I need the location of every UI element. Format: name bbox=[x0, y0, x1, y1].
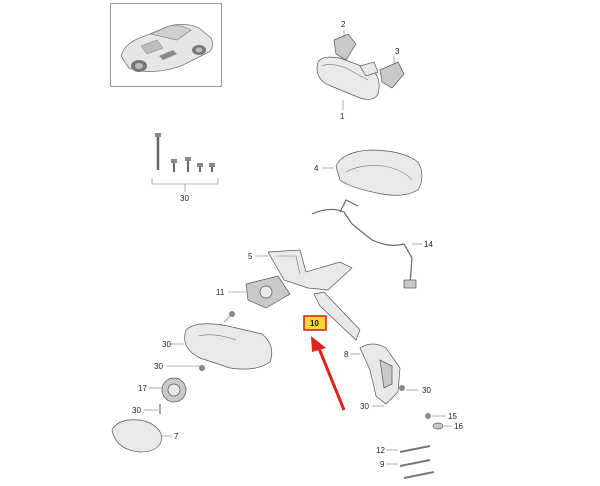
part-16-washer bbox=[432, 422, 444, 430]
fastener-30b bbox=[229, 311, 235, 317]
vehicle-thumbnail bbox=[110, 3, 222, 87]
callout-10: 10 bbox=[310, 319, 319, 328]
part-15-screw bbox=[425, 413, 431, 419]
car-thumbnail-icon bbox=[120, 24, 213, 72]
callout-8: 8 bbox=[344, 350, 349, 359]
callout-30e: 30 bbox=[422, 386, 431, 395]
part-30-bolt-set bbox=[155, 133, 215, 172]
part-8-mirror-base bbox=[359, 343, 401, 405]
part-5-mirror-frame bbox=[267, 249, 353, 291]
highlight-box-10 bbox=[303, 315, 327, 331]
fastener-30e bbox=[399, 385, 405, 391]
callout-7: 7 bbox=[174, 432, 179, 441]
callout-30d: 30 bbox=[154, 362, 163, 371]
part-10-trim-strip bbox=[313, 291, 361, 341]
part-14-cable-harness bbox=[311, 199, 417, 289]
part-11-adjuster bbox=[245, 275, 291, 309]
part-4-upper-housing bbox=[335, 149, 423, 196]
part-2-bracket bbox=[333, 33, 357, 61]
callout-5: 5 bbox=[248, 252, 253, 261]
callout-30a: 30 bbox=[180, 194, 189, 203]
part-17-motor bbox=[159, 377, 187, 414]
leader-30b bbox=[223, 315, 231, 323]
callout-15: 15 bbox=[448, 412, 457, 421]
callout-9: 9 bbox=[380, 460, 385, 469]
part-lower-pin bbox=[403, 471, 435, 479]
bracket-30 bbox=[151, 178, 219, 185]
callout-12: 12 bbox=[376, 446, 385, 455]
callout-17: 17 bbox=[138, 384, 147, 393]
callout-11: 11 bbox=[216, 288, 225, 297]
part-7-mirror-glass bbox=[111, 419, 163, 453]
callout-2: 2 bbox=[341, 20, 346, 29]
callout-30-lower: 30 bbox=[132, 406, 141, 415]
red-arrow-icon bbox=[311, 336, 346, 411]
part-3-clip bbox=[359, 61, 405, 89]
callout-16: 16 bbox=[454, 422, 463, 431]
part-12-pin bbox=[399, 445, 431, 453]
callout-30f: 30 bbox=[360, 402, 369, 411]
part-housing-lower bbox=[184, 323, 273, 370]
callout-1: 1 bbox=[340, 112, 345, 121]
callout-3: 3 bbox=[395, 47, 400, 56]
callout-4: 4 bbox=[314, 164, 319, 173]
callout-14: 14 bbox=[424, 240, 433, 249]
callout-30c: 30 bbox=[162, 340, 171, 349]
part-9-pin bbox=[399, 459, 431, 467]
